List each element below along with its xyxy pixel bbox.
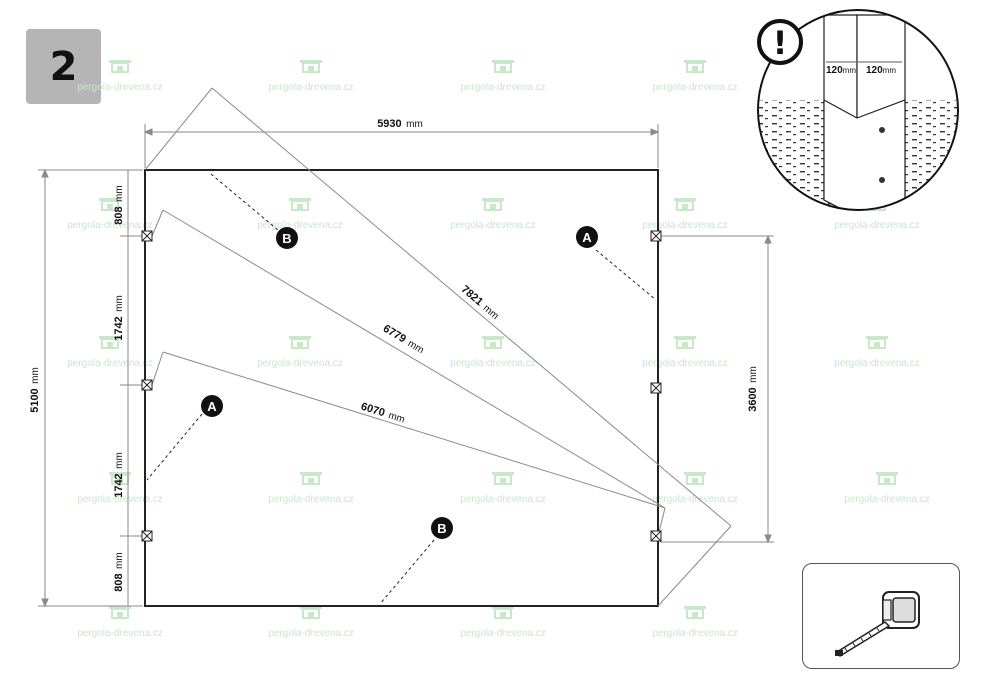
watermark: pergola-drevena.cz: [268, 59, 354, 93]
segment-label-2: 1742 mm: [109, 295, 126, 341]
svg-text:pergola-drevena.cz: pergola-drevena.cz: [460, 82, 546, 93]
svg-text:A: A: [207, 399, 217, 414]
svg-text:A: A: [582, 230, 592, 245]
svg-text:pergola-drevena.cz: pergola-drevena.cz: [77, 628, 163, 639]
watermark: pergola-drevena.cz: [257, 335, 343, 369]
watermark: pergola-drevena.cz: [834, 335, 920, 369]
svg-text:pergola-drevena.cz: pergola-drevena.cz: [652, 494, 738, 505]
svg-text:pergola-drevena.cz: pergola-drevena.cz: [77, 494, 163, 505]
post-detail: 120mm 120mm !: [757, 9, 959, 211]
watermark: pergola-drevena.cz: [460, 59, 546, 93]
watermark: pergola-drevena.cz: [460, 471, 546, 505]
width-label: 5930 mm: [377, 114, 423, 131]
step-number: 2: [49, 43, 78, 90]
svg-text:pergola-drevena.cz: pergola-drevena.cz: [450, 358, 536, 369]
height-label: 5100 mm: [25, 367, 42, 413]
marker-b-top: B: [276, 227, 298, 249]
post-marker: [650, 530, 662, 542]
watermark: pergola-drevena.cz: [77, 471, 163, 505]
svg-text:pergola-drevena.cz: pergola-drevena.cz: [77, 82, 163, 93]
svg-text:pergola-drevena.cz: pergola-drevena.cz: [844, 494, 930, 505]
diagonal-lines: [144, 87, 732, 607]
watermark: pergola-drevena.cz: [67, 335, 153, 369]
posts: [141, 230, 662, 542]
width-dimension: [143, 124, 660, 168]
left-segment-dimension: [120, 170, 145, 606]
post-marker: [141, 530, 153, 542]
watermark: pergola-drevena.cz: [642, 335, 728, 369]
svg-text:pergola-drevena.cz: pergola-drevena.cz: [834, 358, 920, 369]
watermark: pergola-drevena.cz: [77, 59, 163, 93]
watermark: pergola-drevena.cz: [450, 335, 536, 369]
svg-text:pergola-drevena.cz: pergola-drevena.cz: [652, 82, 738, 93]
svg-text:!: !: [773, 24, 788, 62]
svg-text:pergola-drevena.cz: pergola-drevena.cz: [67, 220, 153, 231]
marker-a-left: A: [201, 395, 223, 417]
diagonal-label-2: 6779 mm: [380, 319, 428, 357]
watermark: pergola-drevena.cz: [67, 197, 153, 231]
warning-icon: !: [757, 19, 803, 65]
post-width-label: 120mm: [826, 65, 856, 76]
svg-text:pergola-drevena.cz: pergola-drevena.cz: [642, 358, 728, 369]
watermark: pergola-drevena.cz: [834, 197, 920, 231]
segment-label-1: 808 mm: [109, 185, 126, 224]
post-depth-label: 120mm: [866, 65, 896, 76]
post-marker: [141, 230, 153, 242]
watermark: pergola-drevena.cz: [460, 605, 546, 639]
segment-label-4: 808 mm: [109, 552, 126, 591]
watermark: pergola-drevena.cz: [77, 605, 163, 639]
svg-text:pergola-drevena.cz: pergola-drevena.cz: [67, 358, 153, 369]
watermark: pergola-drevena.cz: [652, 471, 738, 505]
svg-text:pergola-drevena.cz: pergola-drevena.cz: [450, 220, 536, 231]
watermarks: pergola-drevena.cz pergola-drevena.cz pe…: [67, 59, 930, 639]
watermark: pergola-drevena.cz: [652, 605, 738, 639]
svg-text:pergola-drevena.cz: pergola-drevena.cz: [834, 220, 920, 231]
watermark: pergola-drevena.cz: [257, 197, 343, 231]
marker-a-right: A: [576, 226, 598, 248]
diagonal-label-3: 6070 mm: [359, 397, 408, 427]
step-number-badge: 2: [26, 29, 101, 104]
svg-text:pergola-drevena.cz: pergola-drevena.cz: [268, 628, 354, 639]
svg-text:pergola-drevena.cz: pergola-drevena.cz: [642, 220, 728, 231]
right-span-label: 3600 mm: [743, 366, 760, 412]
post-marker: [650, 230, 662, 242]
svg-text:pergola-drevena.cz: pergola-drevena.cz: [268, 82, 354, 93]
svg-text:pergola-drevena.cz: pergola-drevena.cz: [460, 628, 546, 639]
post-marker: [650, 382, 662, 394]
svg-text:B: B: [282, 231, 291, 246]
svg-text:pergola-drevena.cz: pergola-drevena.cz: [460, 494, 546, 505]
watermark: pergola-drevena.cz: [268, 605, 354, 639]
svg-text:pergola-drevena.cz: pergola-drevena.cz: [257, 358, 343, 369]
watermark: pergola-drevena.cz: [642, 197, 728, 231]
post-marker: [141, 379, 153, 391]
watermark: pergola-drevena.cz: [844, 471, 930, 505]
tape-measure-icon: [835, 591, 920, 657]
svg-text:B: B: [437, 521, 446, 536]
watermark: pergola-drevena.cz: [450, 197, 536, 231]
svg-text:pergola-drevena.cz: pergola-drevena.cz: [652, 628, 738, 639]
height-dimension: [38, 168, 143, 608]
tool-box: [802, 563, 960, 669]
marker-b-bottom: B: [431, 517, 453, 539]
svg-text:pergola-drevena.cz: pergola-drevena.cz: [257, 220, 343, 231]
segment-label-3: 1742 mm: [109, 452, 126, 498]
svg-text:pergola-drevena.cz: pergola-drevena.cz: [268, 494, 354, 505]
watermark: pergola-drevena.cz: [268, 471, 354, 505]
leader-lines: [146, 173, 657, 605]
watermark: pergola-drevena.cz: [652, 59, 738, 93]
